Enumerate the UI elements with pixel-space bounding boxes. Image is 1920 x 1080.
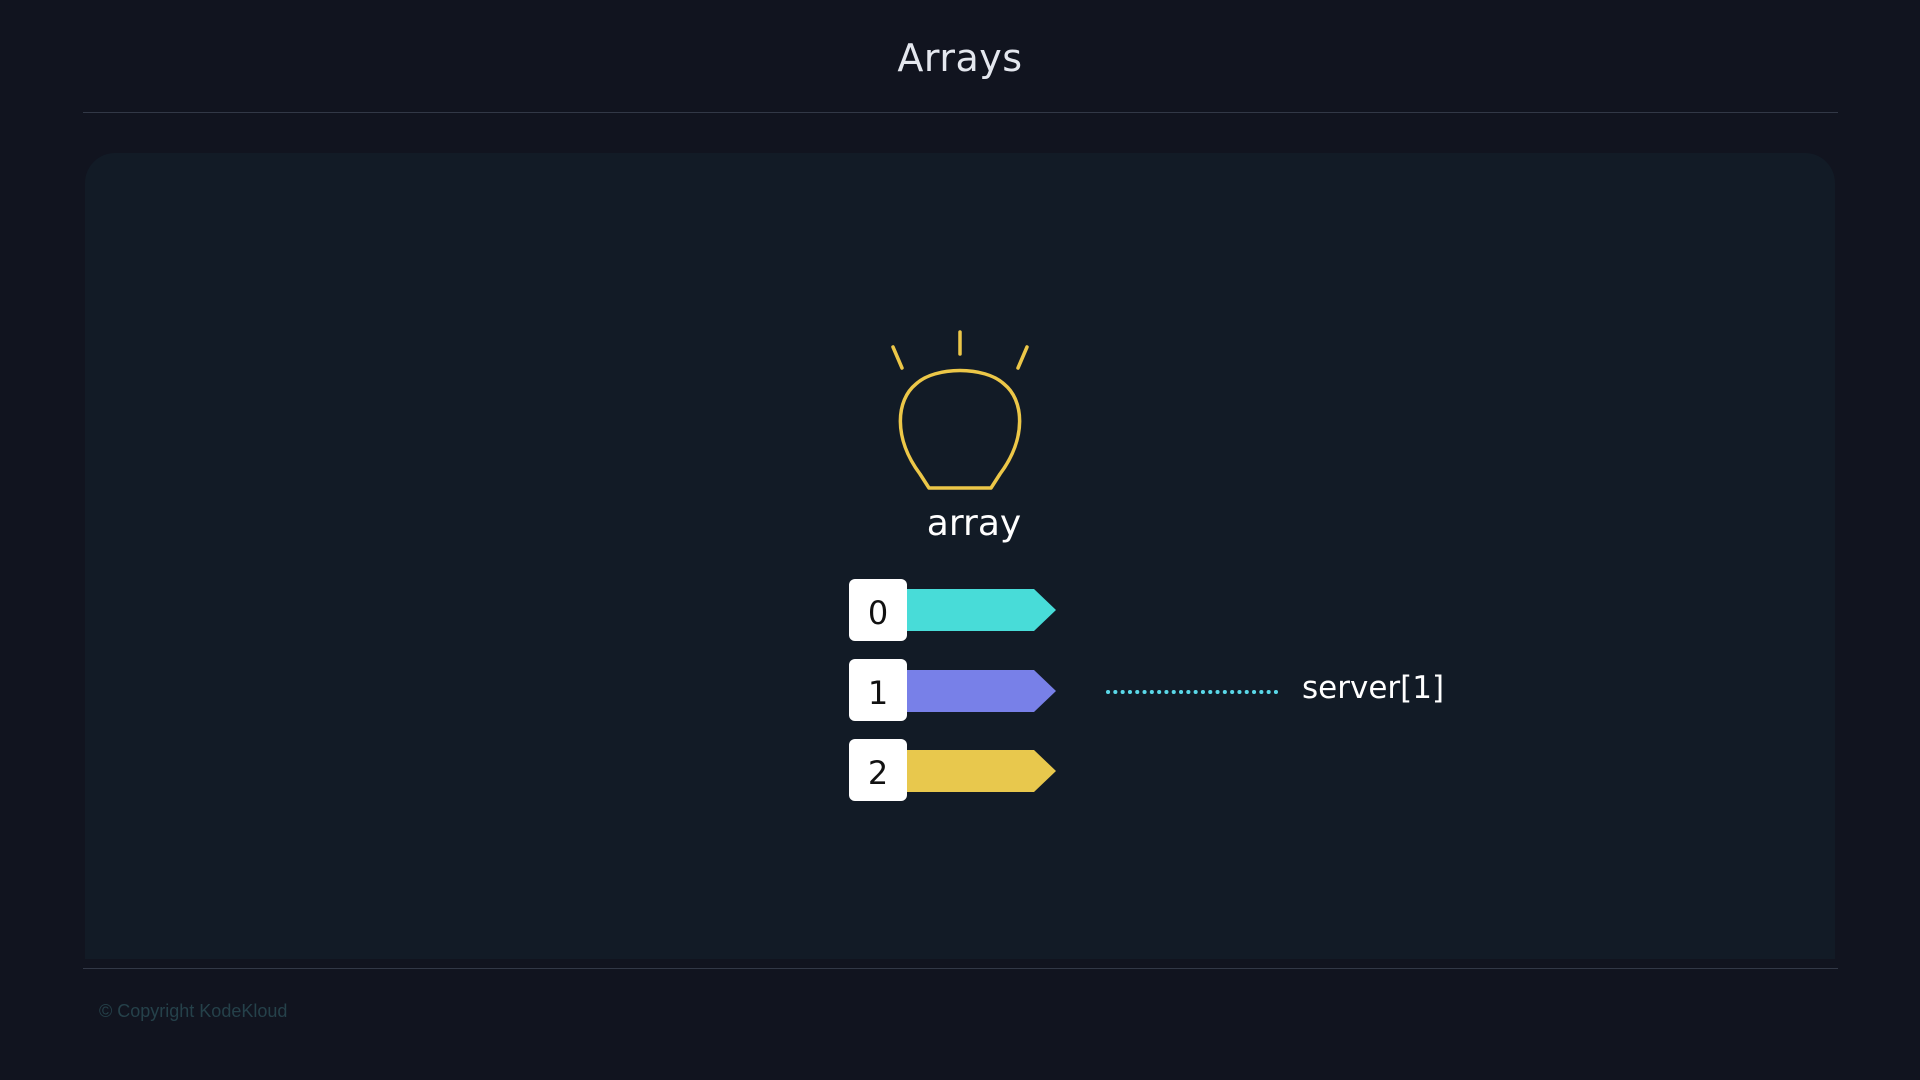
header-divider: [83, 112, 1838, 113]
lightbulb-icon: [891, 330, 1029, 490]
array-element-0: 0: [849, 579, 1056, 641]
index-label-1: 1: [868, 674, 888, 712]
index-box-2: [849, 739, 907, 801]
element-1-arrow: [905, 670, 1056, 712]
copyright-text: © Copyright KodeKloud: [99, 1001, 288, 1021]
array-element-1: 1: [849, 659, 1056, 721]
bulb-outline: [898, 368, 1022, 490]
array-element-2: 2: [849, 739, 1056, 801]
bulb-ray-right: [1016, 345, 1029, 370]
page-title: Arrays: [897, 36, 1023, 80]
bulb-ray-left: [891, 345, 904, 370]
array-label: array: [927, 503, 1021, 544]
index-box-1: [849, 659, 907, 721]
index-box-0: [849, 579, 907, 641]
index-label-2: 2: [868, 754, 888, 792]
content-panel: [85, 153, 1835, 959]
element-2-arrow: [905, 750, 1056, 792]
element-0-arrow: [905, 589, 1056, 631]
footer-divider: [83, 968, 1838, 969]
pointer-label: server[1]: [1302, 670, 1444, 706]
index-label-0: 0: [868, 594, 888, 632]
